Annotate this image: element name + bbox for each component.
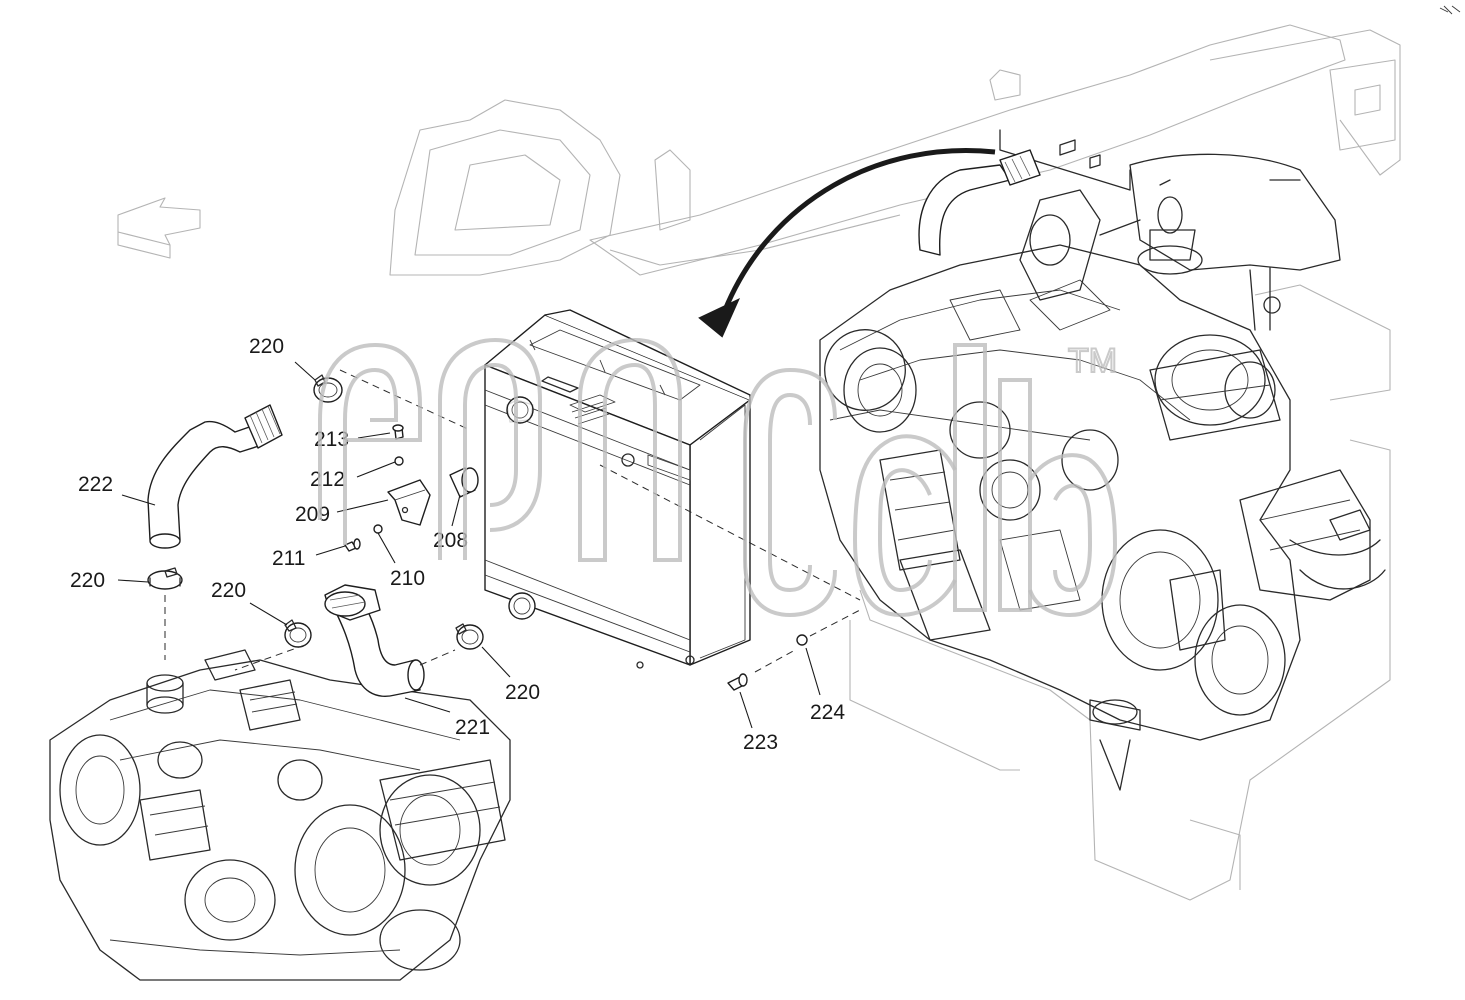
forward-direction-arrow-icon xyxy=(117,197,201,259)
leader-lines xyxy=(117,361,821,729)
engine-assembly-installed xyxy=(819,129,1386,791)
callouts: 220 213 212 209 208 222 211 210 220 220 … xyxy=(70,335,845,754)
watermark-logo: TM xyxy=(318,337,1118,618)
hose-222 xyxy=(147,404,283,549)
callout-213: 213 xyxy=(314,428,349,451)
callout-220-mid: 220 xyxy=(211,579,246,602)
callout-222: 222 xyxy=(78,473,113,496)
callout-220-right: 220 xyxy=(505,681,540,704)
callout-224: 224 xyxy=(810,701,845,724)
assembly-lines xyxy=(164,369,861,673)
callout-209: 209 xyxy=(295,503,330,526)
callout-210: 210 xyxy=(390,567,425,590)
machine-frame-ghost xyxy=(389,24,1401,901)
callout-223: 223 xyxy=(743,731,778,754)
callout-220-left: 220 xyxy=(70,569,105,592)
hose-221 xyxy=(324,584,425,697)
callout-211: 211 xyxy=(272,547,305,570)
watermark-tm: TM xyxy=(1068,342,1117,380)
callout-212: 212 xyxy=(310,468,345,491)
callout-221: 221 xyxy=(455,716,490,739)
installation-arrow-icon xyxy=(698,148,996,338)
bracket-209 xyxy=(387,479,431,526)
corner-mark-icon xyxy=(1439,5,1461,15)
engine-assembly-lower xyxy=(49,649,511,981)
callout-220-top: 220 xyxy=(249,335,284,358)
small-fasteners xyxy=(344,424,808,691)
charge-air-cooler xyxy=(484,309,751,669)
